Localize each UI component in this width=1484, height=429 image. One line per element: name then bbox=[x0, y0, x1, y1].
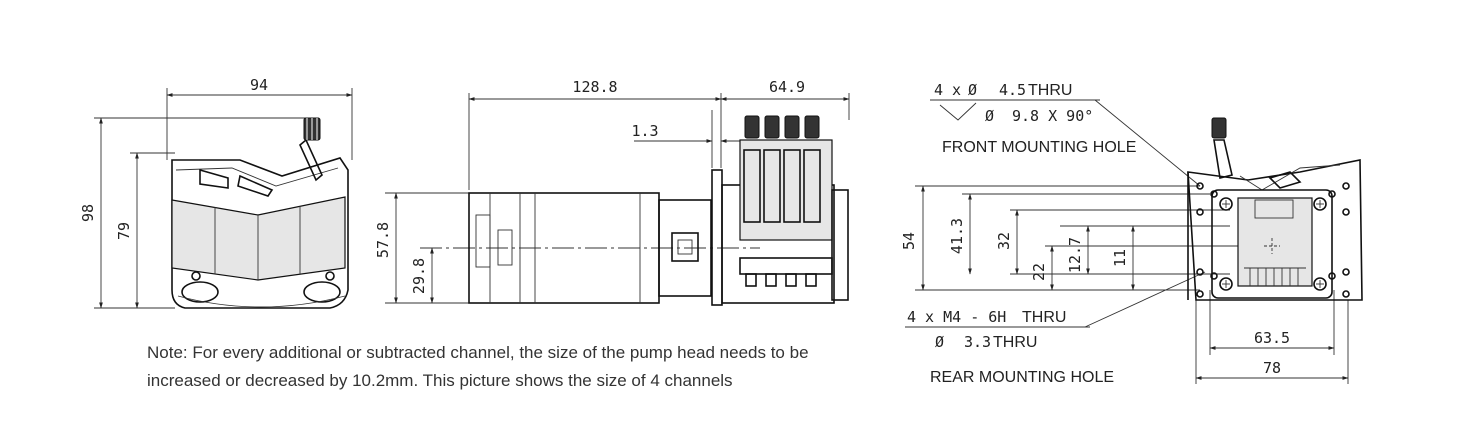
dim-rear-w63: 63.5 bbox=[1254, 329, 1290, 347]
rear-hole-spec: 4 x M4 - 6H bbox=[907, 308, 1006, 326]
note-text: Note: For every additional or subtracted… bbox=[147, 339, 867, 395]
dim-head-length: 64.9 bbox=[769, 78, 805, 96]
note-line-1: Note: For every additional or subtracted… bbox=[147, 343, 809, 362]
front-hole-count: 4 x bbox=[934, 81, 961, 99]
dim-flange-thickness: 1.3 bbox=[631, 122, 658, 140]
dim-rear-11: 11 bbox=[1111, 249, 1129, 267]
dim-rear-32: 32 bbox=[995, 232, 1013, 250]
rear-hole-thru: THRU bbox=[1022, 309, 1066, 326]
rear-drill: 3.3 bbox=[964, 333, 991, 351]
front-csk-symbol: Ø bbox=[985, 107, 994, 125]
dim-motor-length: 128.8 bbox=[572, 78, 617, 96]
side-view: 128.8 64.9 1.3 57.8 29.8 bbox=[374, 78, 850, 306]
rear-mounting-title: REAR MOUNTING HOLE bbox=[930, 369, 1114, 386]
rear-drill-thru: THRU bbox=[993, 334, 1037, 351]
dim-rear-height: 54 bbox=[900, 232, 918, 250]
dim-axis-height: 29.8 bbox=[410, 258, 428, 294]
dim-rear-12: 12.7 bbox=[1066, 237, 1084, 273]
note-line-2: increased or decreased by 10.2mm. This p… bbox=[147, 371, 733, 390]
front-mounting-title: FRONT MOUNTING HOLE bbox=[942, 139, 1136, 156]
front-hole-symbol: Ø bbox=[968, 81, 977, 99]
dim-rear-22: 22 bbox=[1030, 263, 1048, 281]
dim-front-inner-height: 79 bbox=[115, 222, 133, 240]
dim-motor-height: 57.8 bbox=[374, 222, 392, 258]
front-csk-spec: 9.8 X 90° bbox=[1012, 107, 1093, 125]
dim-front-width: 94 bbox=[250, 76, 268, 94]
dim-rear-w78: 78 bbox=[1263, 359, 1281, 377]
rear-symbol: Ø bbox=[935, 333, 944, 351]
dim-rear-41: 41.3 bbox=[948, 218, 966, 254]
front-view: 94 98 79 bbox=[79, 76, 353, 309]
rear-view: 4 x Ø 4.5 THRU Ø 9.8 X 90° FRONT MOUNTIN… bbox=[900, 81, 1363, 386]
front-hole-thru: THRU bbox=[1028, 82, 1072, 99]
dim-front-height: 98 bbox=[79, 204, 97, 222]
front-hole-dia: 4.5 bbox=[999, 81, 1026, 99]
